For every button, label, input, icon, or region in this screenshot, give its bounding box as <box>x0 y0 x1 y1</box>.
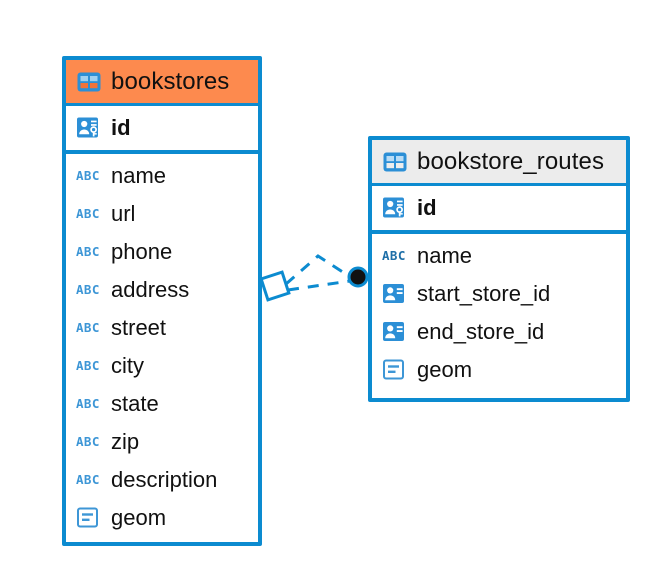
svg-text:ABC: ABC <box>76 434 100 449</box>
field-label: geom <box>417 357 473 382</box>
svg-text:ABC: ABC <box>382 248 406 263</box>
field-label: address <box>111 277 190 302</box>
field-row-description[interactable]: ABC description <box>66 461 258 499</box>
abc-text-icon: ABC <box>76 278 102 302</box>
field-row-zip[interactable]: ABC zip <box>66 423 258 461</box>
field-row-url[interactable]: ABC url <box>66 195 258 233</box>
field-label: street <box>111 315 167 340</box>
field-label: id <box>111 115 131 140</box>
abc-text-icon: ABC <box>76 202 102 226</box>
field-row-id[interactable]: id <box>372 186 626 230</box>
foreign-key-icon <box>382 320 408 344</box>
filled-circle-marker <box>347 266 369 288</box>
primary-key-section: id <box>66 106 258 154</box>
field-label: url <box>111 201 136 226</box>
columns-section: ABC name start_store_id <box>372 234 626 394</box>
svg-text:ABC: ABC <box>76 244 100 259</box>
field-label: geom <box>111 505 167 530</box>
svg-text:ABC: ABC <box>76 320 100 335</box>
diamond-marker <box>259 270 291 302</box>
field-label: name <box>111 163 167 188</box>
abc-text-icon: ABC <box>76 430 102 454</box>
field-label: description <box>111 467 218 492</box>
entity-title: bookstore_routes <box>417 147 605 175</box>
field-row-city[interactable]: ABC city <box>66 347 258 385</box>
field-label: phone <box>111 239 173 264</box>
field-label: state <box>111 391 159 416</box>
entity-title: bookstores <box>111 67 230 95</box>
field-row-street[interactable]: ABC street <box>66 309 258 347</box>
field-label: start_store_id <box>417 281 551 306</box>
abc-text-icon: ABC <box>76 164 102 188</box>
field-row-name[interactable]: ABC name <box>66 157 258 195</box>
field-row-geom[interactable]: geom <box>372 351 626 389</box>
primary-key-section: id <box>372 186 626 234</box>
svg-text:ABC: ABC <box>76 282 100 297</box>
table-icon <box>76 69 102 95</box>
geometry-icon <box>76 506 102 530</box>
field-label: name <box>417 243 473 268</box>
field-row-state[interactable]: ABC state <box>66 385 258 423</box>
geometry-icon <box>382 358 408 382</box>
primary-key-icon <box>382 196 408 220</box>
abc-text-icon: ABC <box>76 354 102 378</box>
abc-text-icon: ABC <box>76 240 102 264</box>
field-row-phone[interactable]: ABC phone <box>66 233 258 271</box>
field-row-start-store-id[interactable]: start_store_id <box>372 275 626 313</box>
svg-text:ABC: ABC <box>76 472 100 487</box>
abc-text-icon: ABC <box>76 468 102 492</box>
svg-text:ABC: ABC <box>76 206 100 221</box>
primary-key-icon <box>76 116 102 140</box>
table-icon <box>382 149 408 175</box>
svg-text:ABC: ABC <box>76 358 100 373</box>
field-label: id <box>417 195 437 220</box>
foreign-key-icon <box>382 282 408 306</box>
relationship-line-upper <box>285 254 353 286</box>
field-row-geom[interactable]: geom <box>66 499 258 537</box>
field-row-end-store-id[interactable]: end_store_id <box>372 313 626 351</box>
entity-header[interactable]: bookstores <box>66 60 258 106</box>
svg-text:ABC: ABC <box>76 396 100 411</box>
field-label: zip <box>111 429 140 454</box>
abc-text-icon: ABC <box>382 244 408 268</box>
columns-section: ABC name ABC url ABC phone ABC ad <box>66 154 258 542</box>
relationship-line-lower <box>287 279 351 292</box>
field-label: end_store_id <box>417 319 545 344</box>
field-row-address[interactable]: ABC address <box>66 271 258 309</box>
abc-text-icon: ABC <box>76 392 102 416</box>
svg-text:ABC: ABC <box>76 168 100 183</box>
entity-table-bookstores[interactable]: bookstores id <box>62 56 262 546</box>
entity-header[interactable]: bookstore_routes <box>372 140 626 186</box>
field-row-id[interactable]: id <box>66 106 258 150</box>
entity-table-bookstore-routes[interactable]: bookstore_routes id <box>368 136 630 402</box>
field-label: city <box>111 353 144 378</box>
abc-text-icon: ABC <box>76 316 102 340</box>
field-row-name[interactable]: ABC name <box>372 237 626 275</box>
